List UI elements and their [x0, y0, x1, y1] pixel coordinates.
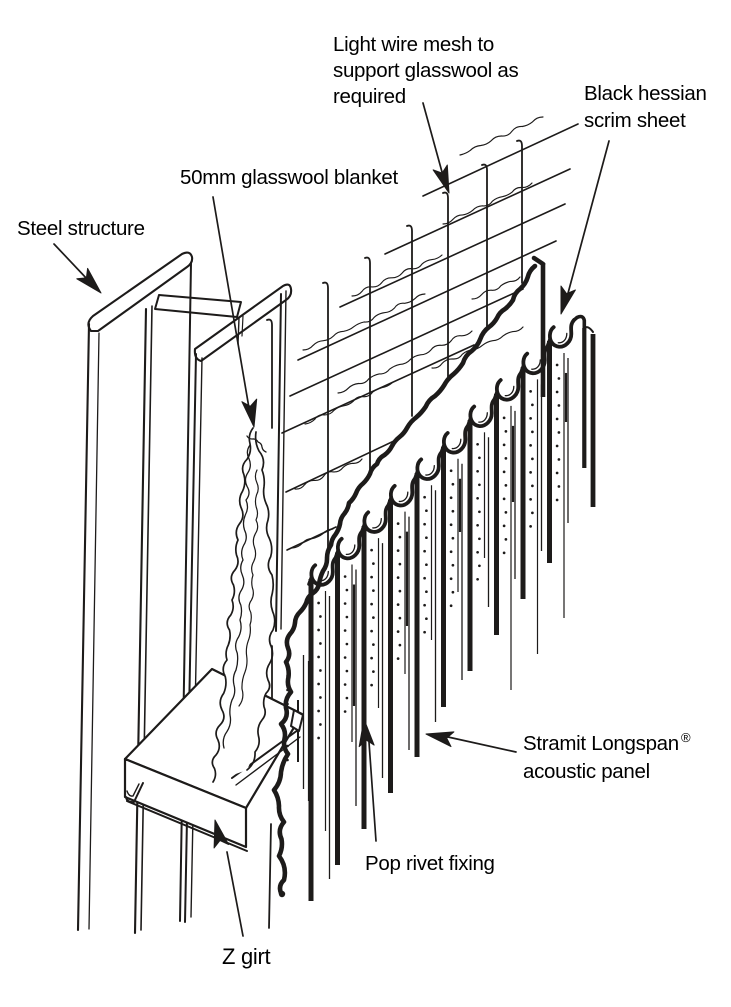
steel-beam-drawing	[76, 251, 293, 935]
label-wire-mesh-line3: required	[333, 85, 406, 108]
z-girt-drawing	[123, 667, 304, 852]
labels: Light wire mesh to support glasswool as …	[17, 33, 707, 969]
label-wire-mesh-line2: support glasswool as	[333, 59, 518, 82]
scrim-sheet-drawing	[271, 255, 546, 898]
leader-arrows	[53, 102, 610, 937]
label-panel-registered-icon: ®	[681, 730, 691, 745]
label-z-girt: Z girt	[222, 944, 271, 969]
label-panel-line2: acoustic panel	[523, 760, 650, 783]
label-wire-mesh-line1: Light wire mesh to	[333, 33, 494, 56]
label-scrim-line2: scrim sheet	[584, 109, 686, 132]
label-steel-structure: Steel structure	[17, 217, 145, 240]
glasswool-blanket-drawing	[211, 427, 276, 783]
wire-mesh-drawing	[266, 116, 579, 929]
acoustic-panel-drawing	[286, 314, 596, 901]
label-pop-rivet: Pop rivet fixing	[365, 852, 495, 875]
label-glasswool: 50mm glasswool blanket	[180, 166, 398, 189]
label-scrim-line1: Black hessian	[584, 82, 707, 105]
label-panel-line1: Stramit Longspan	[523, 732, 679, 755]
